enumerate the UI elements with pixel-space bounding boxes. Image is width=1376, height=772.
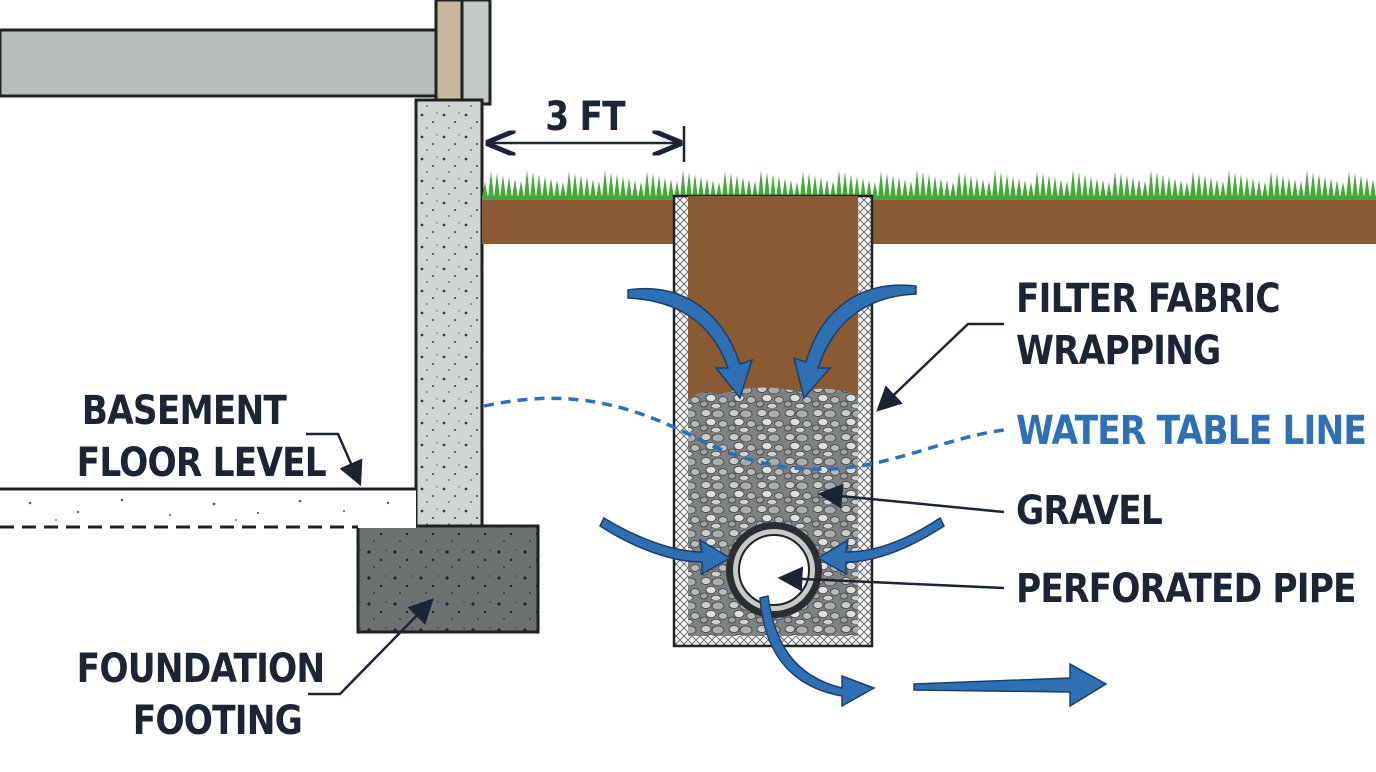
leader-gravel <box>817 483 1005 514</box>
perforated-pipe-label: PERFORATED PIPE <box>1016 566 1357 612</box>
basement-floor-slab <box>0 487 416 529</box>
ground <box>482 170 1376 244</box>
flow-arrow-icon <box>759 595 876 708</box>
leader-pipe <box>777 566 1005 592</box>
leader-filter-fabric <box>876 322 1004 412</box>
flow-arrow-icon <box>627 288 754 400</box>
foundation-wall <box>414 98 484 530</box>
flow-arrow-icon <box>816 516 945 576</box>
basement-floor-label-line1: BASEMENT <box>81 388 287 434</box>
foundation-footing-label-line2: FOOTING <box>132 698 303 744</box>
leader-lines <box>306 322 1005 696</box>
pipe-icon <box>726 522 822 618</box>
filter-fabric-label-line1: FILTER FABRIC <box>1016 276 1281 322</box>
water-table-line <box>483 396 1005 471</box>
dimension-label: 3 FT <box>545 94 625 140</box>
water-table-label: WATER TABLE LINE <box>1016 408 1367 454</box>
gravel-label: GRAVEL <box>1016 488 1163 534</box>
foundation-footing-label-line1: FOUNDATION <box>76 646 326 692</box>
flow-arrow-icon <box>913 662 1108 708</box>
flow-arrow-icon <box>599 516 732 576</box>
foundation-footing <box>356 524 540 634</box>
basement-floor-label-line2: FLOOR LEVEL <box>76 440 327 486</box>
leader-basement-floor <box>306 432 363 487</box>
flow-arrow-icon <box>792 284 917 400</box>
filter-fabric-label-line2: WRAPPING <box>1016 328 1221 374</box>
dimension-arrow-icon <box>488 126 686 162</box>
floor-beam <box>0 0 492 106</box>
leader-footing <box>308 598 434 696</box>
flow-arrows <box>599 284 1108 708</box>
